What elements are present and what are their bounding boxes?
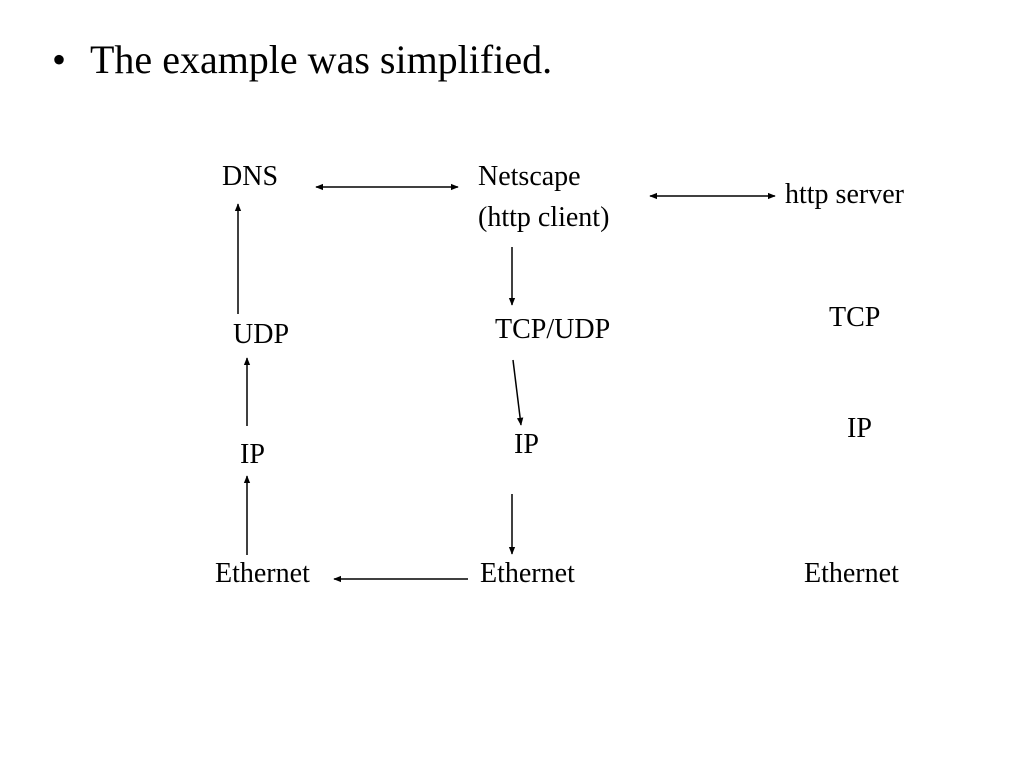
bullet-item: • The example was simplified. (52, 36, 552, 84)
http-server-label: http server (785, 179, 904, 210)
left-ip-label: IP (240, 439, 265, 470)
middle-ip-label: IP (514, 429, 539, 460)
bullet-symbol: • (52, 37, 67, 82)
dns-label: DNS (222, 161, 279, 192)
netscape-label: Netscape (478, 161, 581, 192)
tcp-label: TCP (829, 302, 881, 333)
bullet-text: The example was simplified. (90, 37, 553, 82)
tcpudp-to-ip-arrow (512, 359, 524, 426)
left-ethernet-label: Ethernet (215, 558, 310, 589)
right-ethernet-label: Ethernet (804, 558, 899, 589)
right-ip-label: IP (847, 413, 872, 444)
udp-label: UDP (233, 319, 290, 350)
tcp-udp-label: TCP/UDP (495, 314, 611, 345)
middle-ethernet-label: Ethernet (480, 558, 575, 589)
http-client-label: (http client) (478, 202, 610, 233)
